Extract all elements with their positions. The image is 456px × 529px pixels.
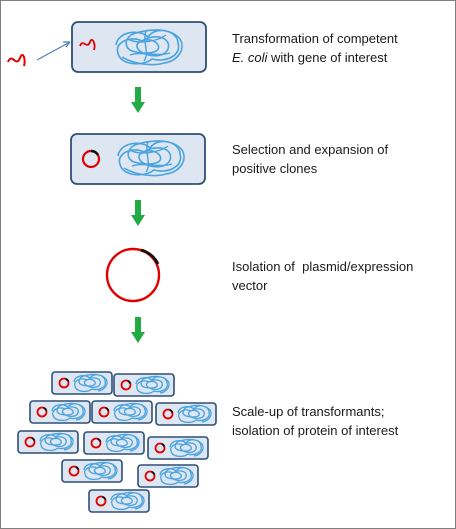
- step-scale-up-caption: Scale-up of transformants; isolation of …: [232, 402, 447, 440]
- down-arrow-icon: [131, 87, 145, 113]
- caption-line: positive clones: [232, 161, 318, 176]
- bacterium-cell-icon: [30, 401, 90, 423]
- bacterium-cell-icon: [89, 490, 149, 512]
- caption-line: vector: [232, 278, 268, 293]
- bacterium-cell-icon: [70, 133, 206, 185]
- caption-line: isolation of protein of interest: [232, 423, 399, 438]
- bacterium-cell-icon: [92, 401, 152, 423]
- step-transformation: [7, 21, 207, 73]
- bacterium-cell-icon: [138, 465, 198, 487]
- caption-line: Isolation of plasmid/expression: [232, 259, 414, 274]
- gene-fragment-inserted-icon: [79, 38, 96, 51]
- step-transformation-caption: Transformation of competent E. coli with…: [232, 29, 447, 67]
- bacterium-cell-icon: [114, 374, 174, 396]
- step-scale-up: [18, 372, 216, 512]
- bacterium-cell-icon: [18, 431, 78, 453]
- plasmid-ring-icon: [105, 247, 161, 303]
- bacterium-cell-icon: [52, 372, 112, 394]
- caption-line: E. coli with gene of interest: [232, 48, 447, 67]
- insert-segment-icon: [90, 149, 100, 156]
- bacterium-cell-icon: [156, 403, 216, 425]
- bacterium-cell-icon: [62, 460, 122, 482]
- caption-line: Selection and expansion of: [232, 142, 389, 157]
- bacterium-cell-icon: [84, 432, 144, 454]
- organism-name: E. coli: [232, 50, 268, 65]
- down-arrow-icon: [131, 317, 145, 343]
- bacterium-cell-icon: [148, 437, 208, 459]
- step-isolation-caption: Isolation of plasmid/expression vector: [232, 257, 447, 295]
- down-arrow-icon: [131, 200, 145, 226]
- step-isolation: [105, 247, 161, 303]
- insert-segment-icon: [140, 248, 160, 265]
- caption-line-rest: with gene of interest: [267, 50, 388, 65]
- caption-line: Transformation of competent: [232, 31, 398, 46]
- gene-fragment-icon: [7, 54, 26, 67]
- step-selection: [70, 133, 206, 185]
- pointer-arrow: [36, 41, 71, 61]
- caption-line: Scale-up of transformants;: [232, 404, 385, 419]
- step-selection-caption: Selection and expansion of positive clon…: [232, 140, 447, 178]
